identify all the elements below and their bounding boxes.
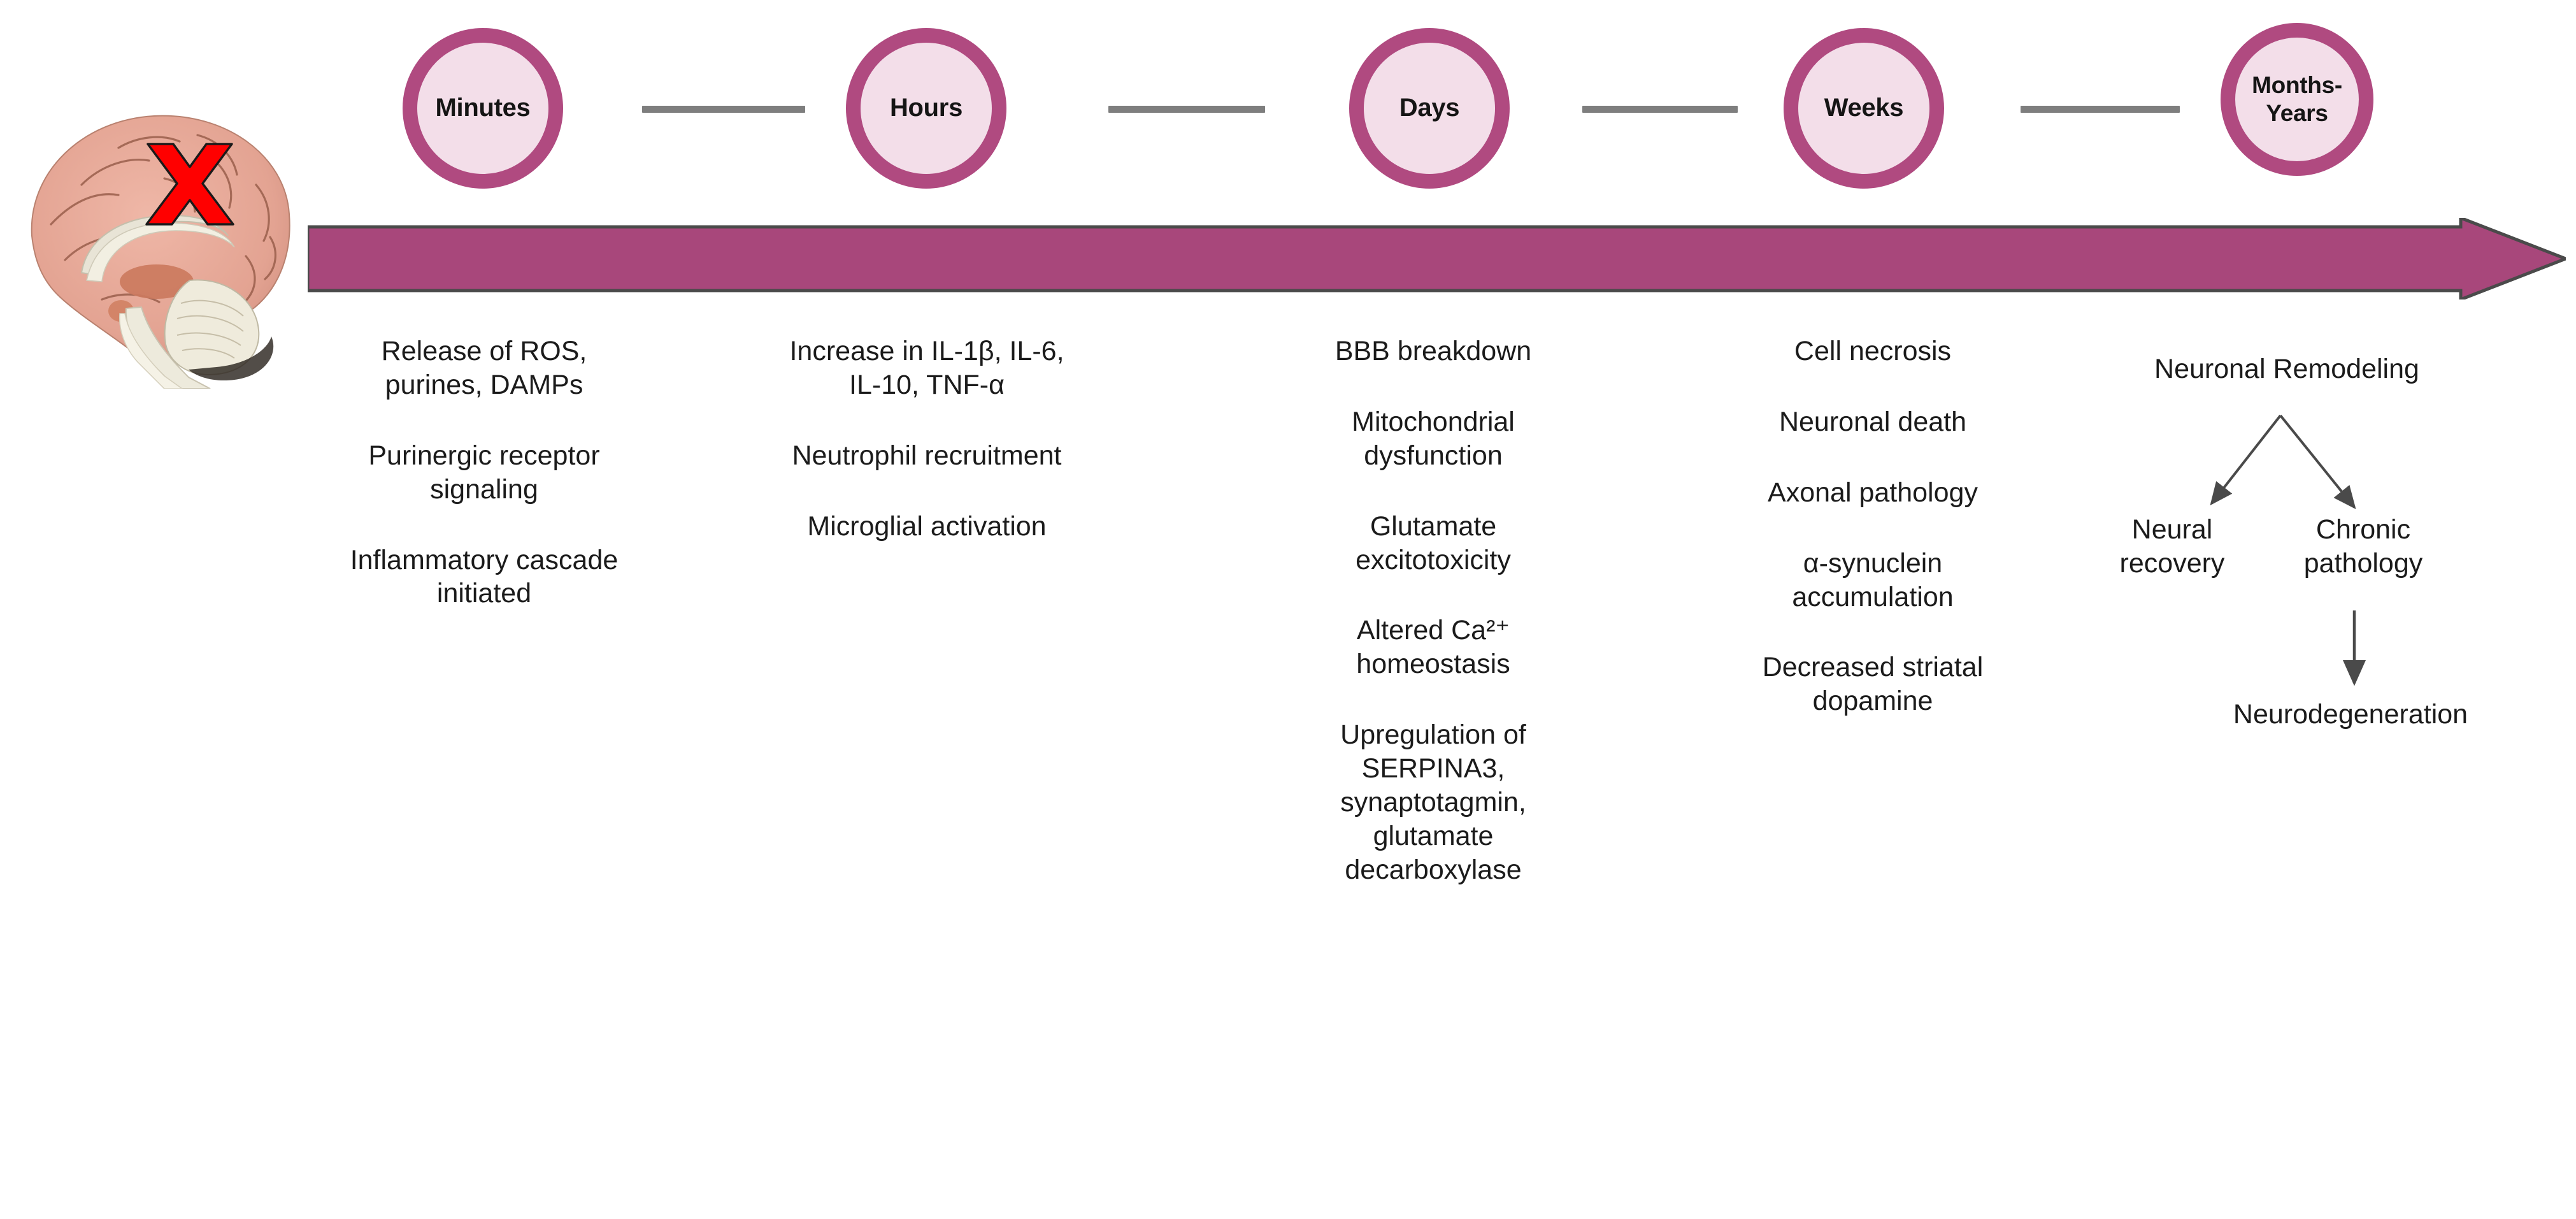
column-days-entry-3: Glutamate excitotoxicity bbox=[1356, 510, 1511, 575]
column-weeks-entry-3: Axonal pathology bbox=[1768, 477, 1978, 508]
stage-label-weeks: Weeks bbox=[1824, 94, 1904, 122]
brain-illustration bbox=[6, 89, 312, 389]
column-weeks-entry-4: α-synuclein accumulation bbox=[1792, 547, 1954, 612]
column-hours: Increase in IL-1β, IL-6, IL-10, TNF-α Ne… bbox=[713, 335, 1140, 544]
column-minutes-entry-1: Release of ROS, purines, DAMPs bbox=[381, 336, 587, 400]
branch-terminal-neurodegeneration: Neurodegeneration bbox=[2233, 699, 2468, 730]
connector-minutes-hours bbox=[642, 106, 805, 113]
column-minutes-entry-2: Purinergic receptor signaling bbox=[368, 440, 600, 505]
stage-label-minutes: Minutes bbox=[435, 94, 531, 122]
column-days-entry-2: Mitochondrial dysfunction bbox=[1352, 406, 1515, 471]
stage-circle-minutes[interactable]: Minutes bbox=[403, 28, 563, 189]
column-weeks: Cell necrosis Neuronal death Axonal path… bbox=[1669, 335, 2077, 718]
column-days-entry-1: BBB breakdown bbox=[1335, 336, 1532, 366]
column-minutes-entry-3: Inflammatory cascade initiated bbox=[350, 544, 619, 609]
column-weeks-entry-2: Neuronal death bbox=[1778, 406, 1967, 437]
column-hours-entry-1: Increase in IL-1β, IL-6, IL-10, TNF-α bbox=[789, 336, 1064, 400]
branch-root-neuronal-remodeling: Neuronal Remodeling bbox=[2154, 354, 2419, 384]
connector-weeks-monthsyears bbox=[2021, 106, 2180, 113]
column-weeks-entry-1: Cell necrosis bbox=[1794, 336, 1952, 366]
column-days-entry-5: Upregulation of SERPINA3, synaptotagmin,… bbox=[1340, 719, 1526, 885]
stage-label-months-years: Months- Years bbox=[2252, 72, 2342, 126]
stage-circle-hours[interactable]: Hours bbox=[846, 28, 1006, 189]
stage-circle-days[interactable]: Days bbox=[1349, 28, 1510, 189]
branch-leaf-chronic-pathology: Chronic pathology bbox=[2303, 514, 2423, 579]
column-days: BBB breakdown Mitochondrial dysfunction … bbox=[1229, 335, 1637, 887]
column-weeks-entry-5: Decreased striatal dopamine bbox=[1762, 652, 1984, 717]
stage-circle-weeks[interactable]: Weeks bbox=[1784, 28, 1944, 189]
column-hours-entry-2: Neutrophil recruitment bbox=[792, 440, 1062, 471]
injury-x-marker bbox=[145, 143, 234, 226]
column-minutes: Release of ROS, purines, DAMPs Purinergi… bbox=[274, 335, 694, 610]
column-hours-entry-3: Microglial activation bbox=[807, 510, 1047, 542]
stage-label-hours: Hours bbox=[889, 94, 963, 122]
branch-leaf-neural-recovery: Neural recovery bbox=[2119, 514, 2225, 579]
column-days-entry-4: Altered Ca²⁺ homeostasis bbox=[1356, 615, 1510, 680]
connector-days-weeks bbox=[1582, 106, 1738, 113]
timeline-arrow bbox=[308, 218, 2566, 299]
connector-hours-days bbox=[1108, 106, 1265, 113]
stage-circle-months-years[interactable]: Months- Years bbox=[2221, 23, 2373, 176]
stage-label-days: Days bbox=[1399, 94, 1460, 122]
